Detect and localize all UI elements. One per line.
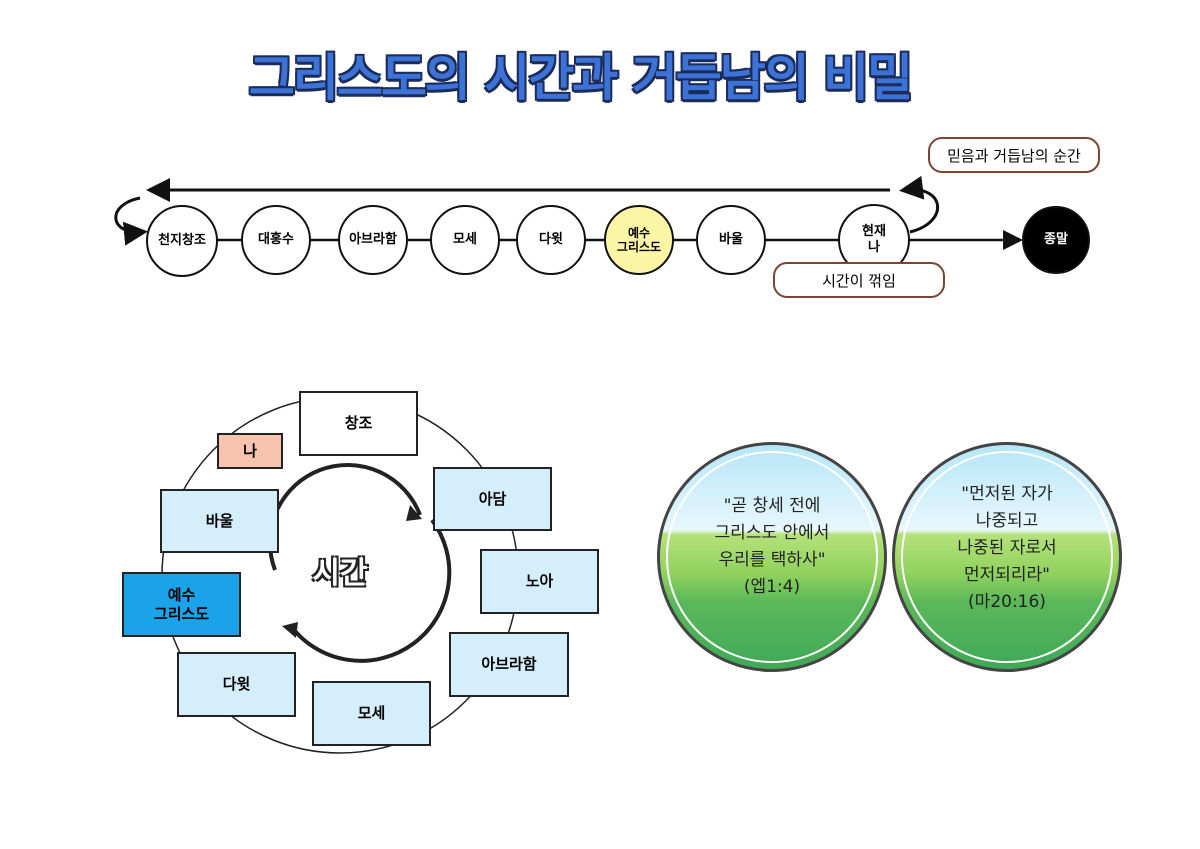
quote-text: "먼저된 자가 나중되고 나중된 자로서 먼저되리라" (마20:16) bbox=[957, 484, 1057, 612]
cycle-box: 아담 bbox=[433, 467, 552, 531]
curve-arrow-left bbox=[114, 196, 148, 246]
timeline-end-node: 종말 bbox=[1022, 206, 1090, 274]
timeline-node: 천지창조 bbox=[146, 205, 218, 277]
cycle-center-label: 시간 bbox=[312, 556, 368, 591]
cycle-arrowhead-2 bbox=[282, 622, 298, 638]
cycle-box: 바울 bbox=[160, 489, 279, 553]
timeline-node: 다윗 bbox=[516, 205, 586, 275]
cycle-box: 노아 bbox=[480, 549, 599, 614]
quote-circle-matt: "먼저된 자가 나중되고 나중된 자로서 먼저되리라" (마20:16) bbox=[892, 442, 1122, 672]
timeline-node-jesus: 예수 그리스도 bbox=[604, 205, 674, 275]
quote-circle-eph: "곧 창세 전에 그리스도 안에서 우리를 택하사" (엡1:4) bbox=[657, 442, 887, 672]
cycle-box: 아브라함 bbox=[449, 632, 569, 697]
cycle-box: 다윗 bbox=[177, 652, 296, 717]
cycle-arc-bottom bbox=[288, 518, 452, 663]
speech-bubble-rebirth: 믿음과 거듭남의 순간 bbox=[928, 137, 1100, 173]
curve-arrow-right bbox=[899, 175, 940, 234]
cycle-box-jesus: 예수 그리스도 bbox=[122, 572, 241, 637]
quote-text: "곧 창세 전에 그리스도 안에서 우리를 택하사" (엡1:4) bbox=[714, 496, 830, 597]
timeline-node: 바울 bbox=[696, 205, 766, 275]
page-title: 그리스도의 시간과 거듭남의 비밀 bbox=[248, 49, 913, 107]
timeline-node: 모세 bbox=[430, 205, 500, 275]
cycle-arrowhead-1 bbox=[406, 505, 422, 521]
cycle-box: 모세 bbox=[312, 681, 431, 746]
speech-bubble-time-bend: 시간이 꺾임 bbox=[773, 262, 945, 298]
cycle-box-me: 나 bbox=[217, 433, 283, 469]
timeline-node: 대홍수 bbox=[241, 205, 311, 275]
timeline-node: 아브라함 bbox=[338, 205, 408, 275]
cycle-box: 창조 bbox=[299, 391, 418, 456]
